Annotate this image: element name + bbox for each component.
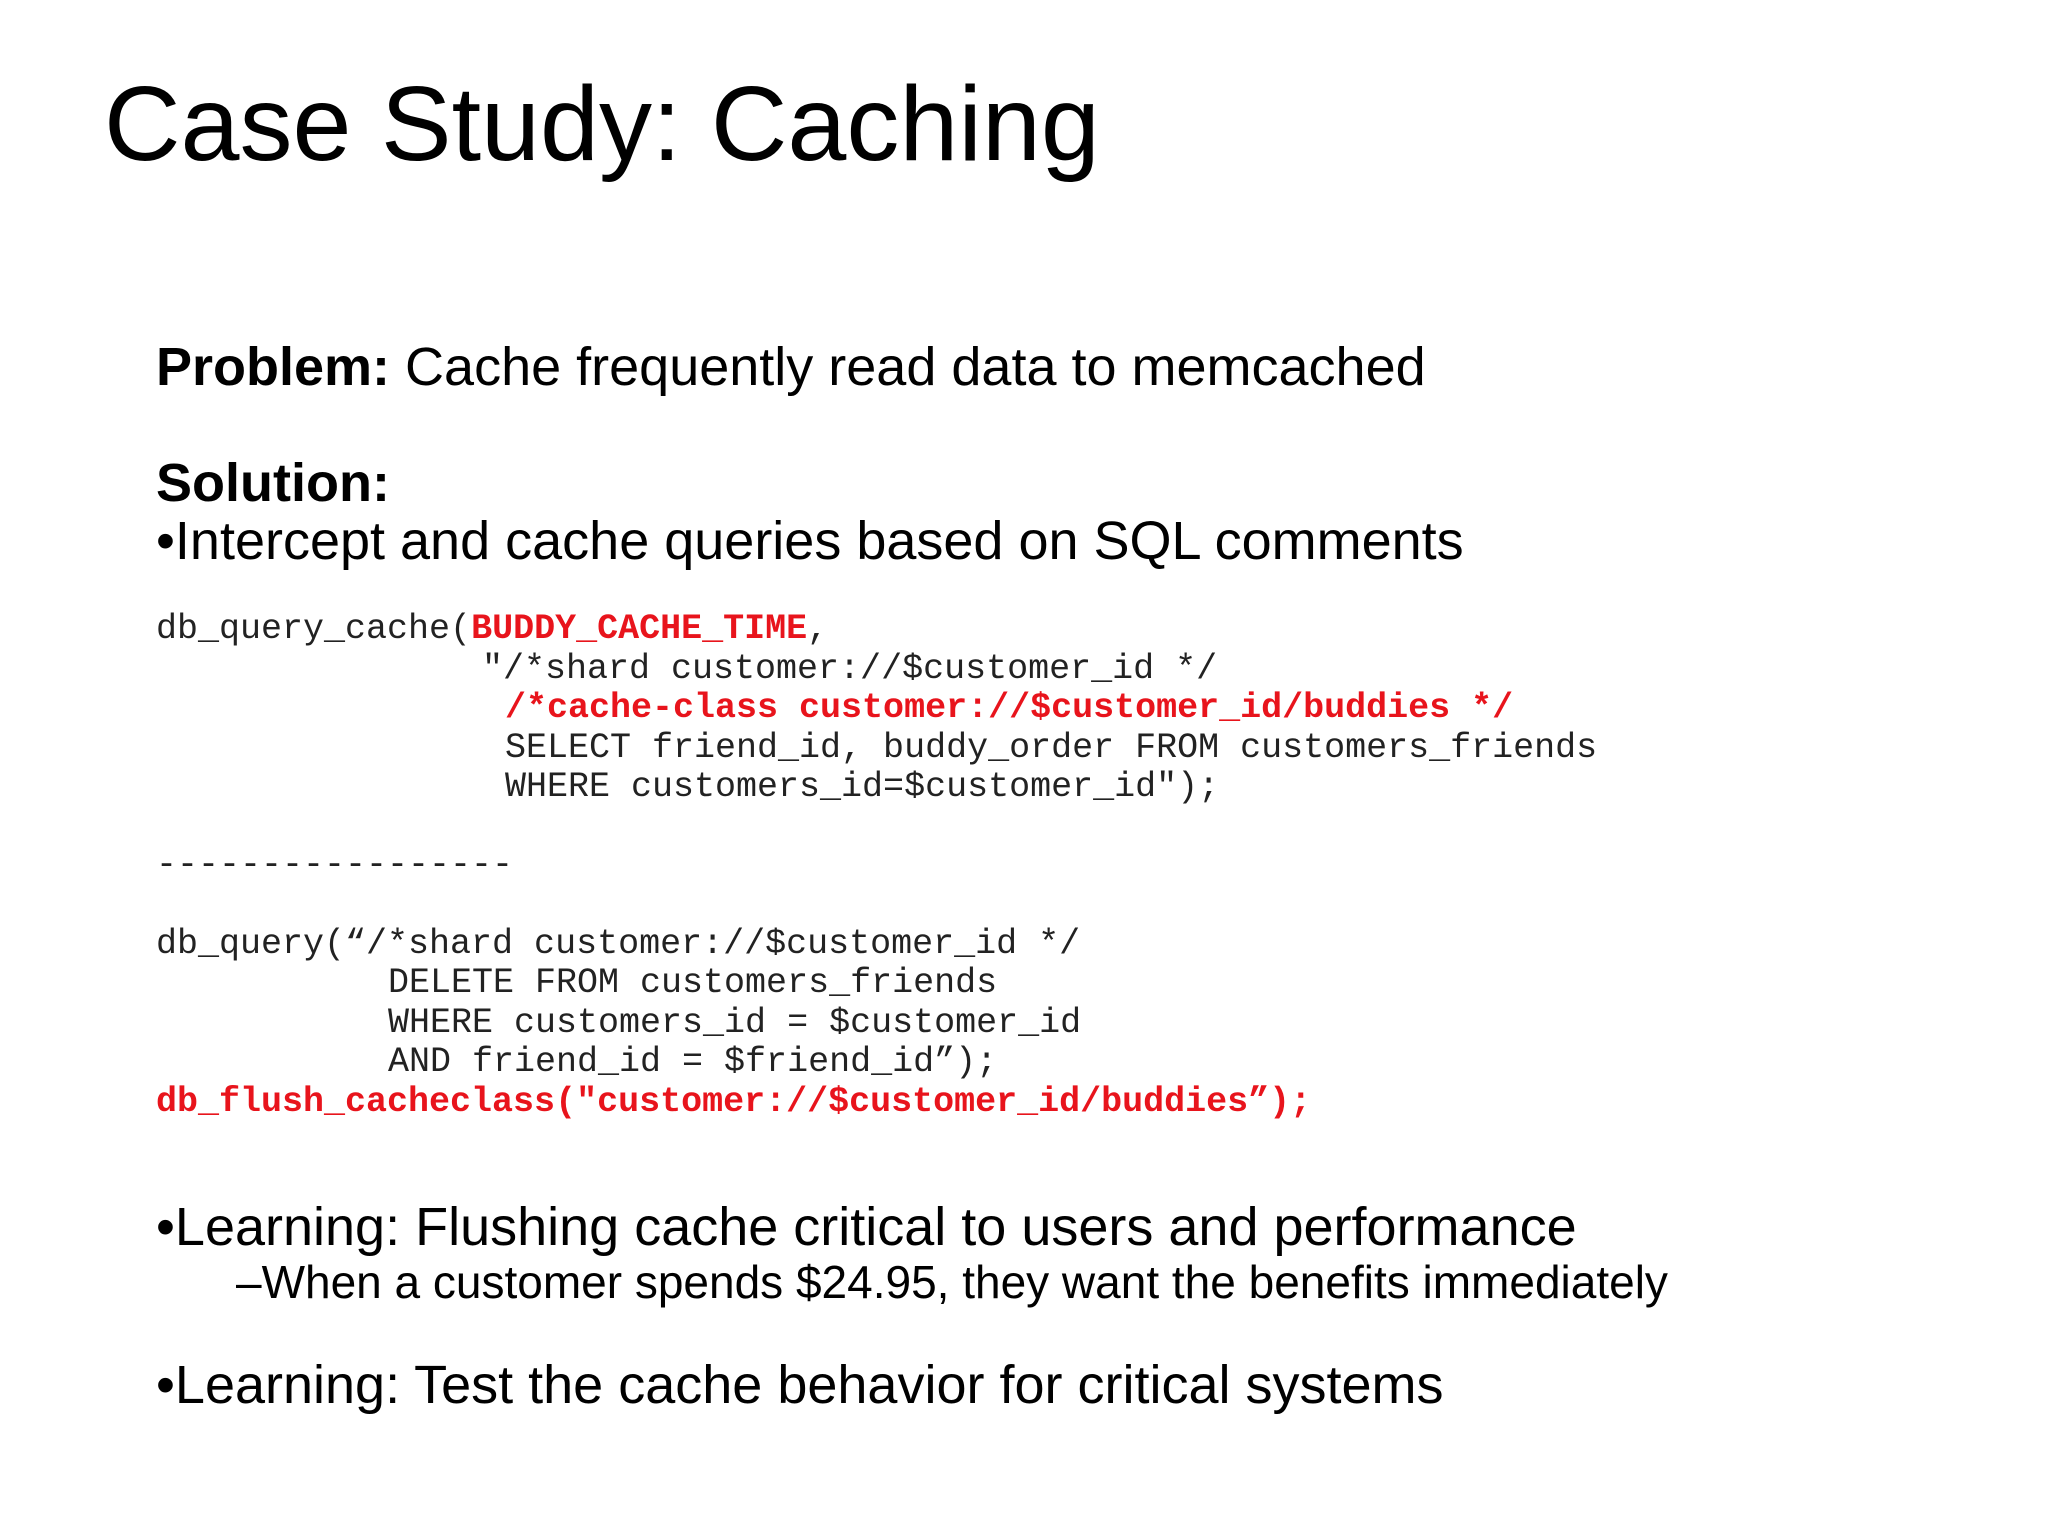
solution-label: Solution: — [156, 453, 390, 513]
code-line: SELECT friend_id, buddy_order FROM custo… — [505, 728, 1598, 768]
code-line: db_query(“/*shard customer://$customer_i… — [156, 924, 1081, 964]
code-highlight: BUDDY_CACHE_TIME — [471, 609, 808, 649]
code-line: DELETE FROM customers_friends — [388, 963, 998, 1003]
problem-statement: Problem: Cache frequently read data to m… — [156, 336, 1426, 398]
code-line: AND friend_id = $friend_id”); — [388, 1042, 998, 1082]
learning-bullet-2: •Learning: Test the cache behavior for c… — [156, 1355, 1444, 1415]
code-line: WHERE customers_id = $customer_id — [388, 1003, 1082, 1043]
solution-bullet: •Intercept and cache queries based on SQ… — [156, 511, 1464, 571]
learning-sub-bullet: –When a customer spends $24.95, they wan… — [236, 1256, 1668, 1308]
code-line: WHERE customers_id=$customer_id"); — [505, 767, 1220, 807]
code-highlight-line: db_flush_cacheclass("customer://$custome… — [156, 1082, 1312, 1122]
code-highlight-line: /*cache-class customer://$customer_id/bu… — [505, 688, 1514, 728]
learning-bullet-1: •Learning: Flushing cache critical to us… — [156, 1197, 1577, 1257]
code-line: db_query_cache(BUDDY_CACHE_TIME, — [156, 609, 829, 649]
problem-text: Cache frequently read data to memcached — [390, 337, 1426, 397]
code-line: "/*shard customer://$customer_id */ — [482, 649, 1218, 689]
problem-label: Problem: — [156, 337, 391, 397]
slide-title: Case Study: Caching — [104, 65, 1100, 183]
code-separator: ----------------- — [156, 845, 514, 885]
